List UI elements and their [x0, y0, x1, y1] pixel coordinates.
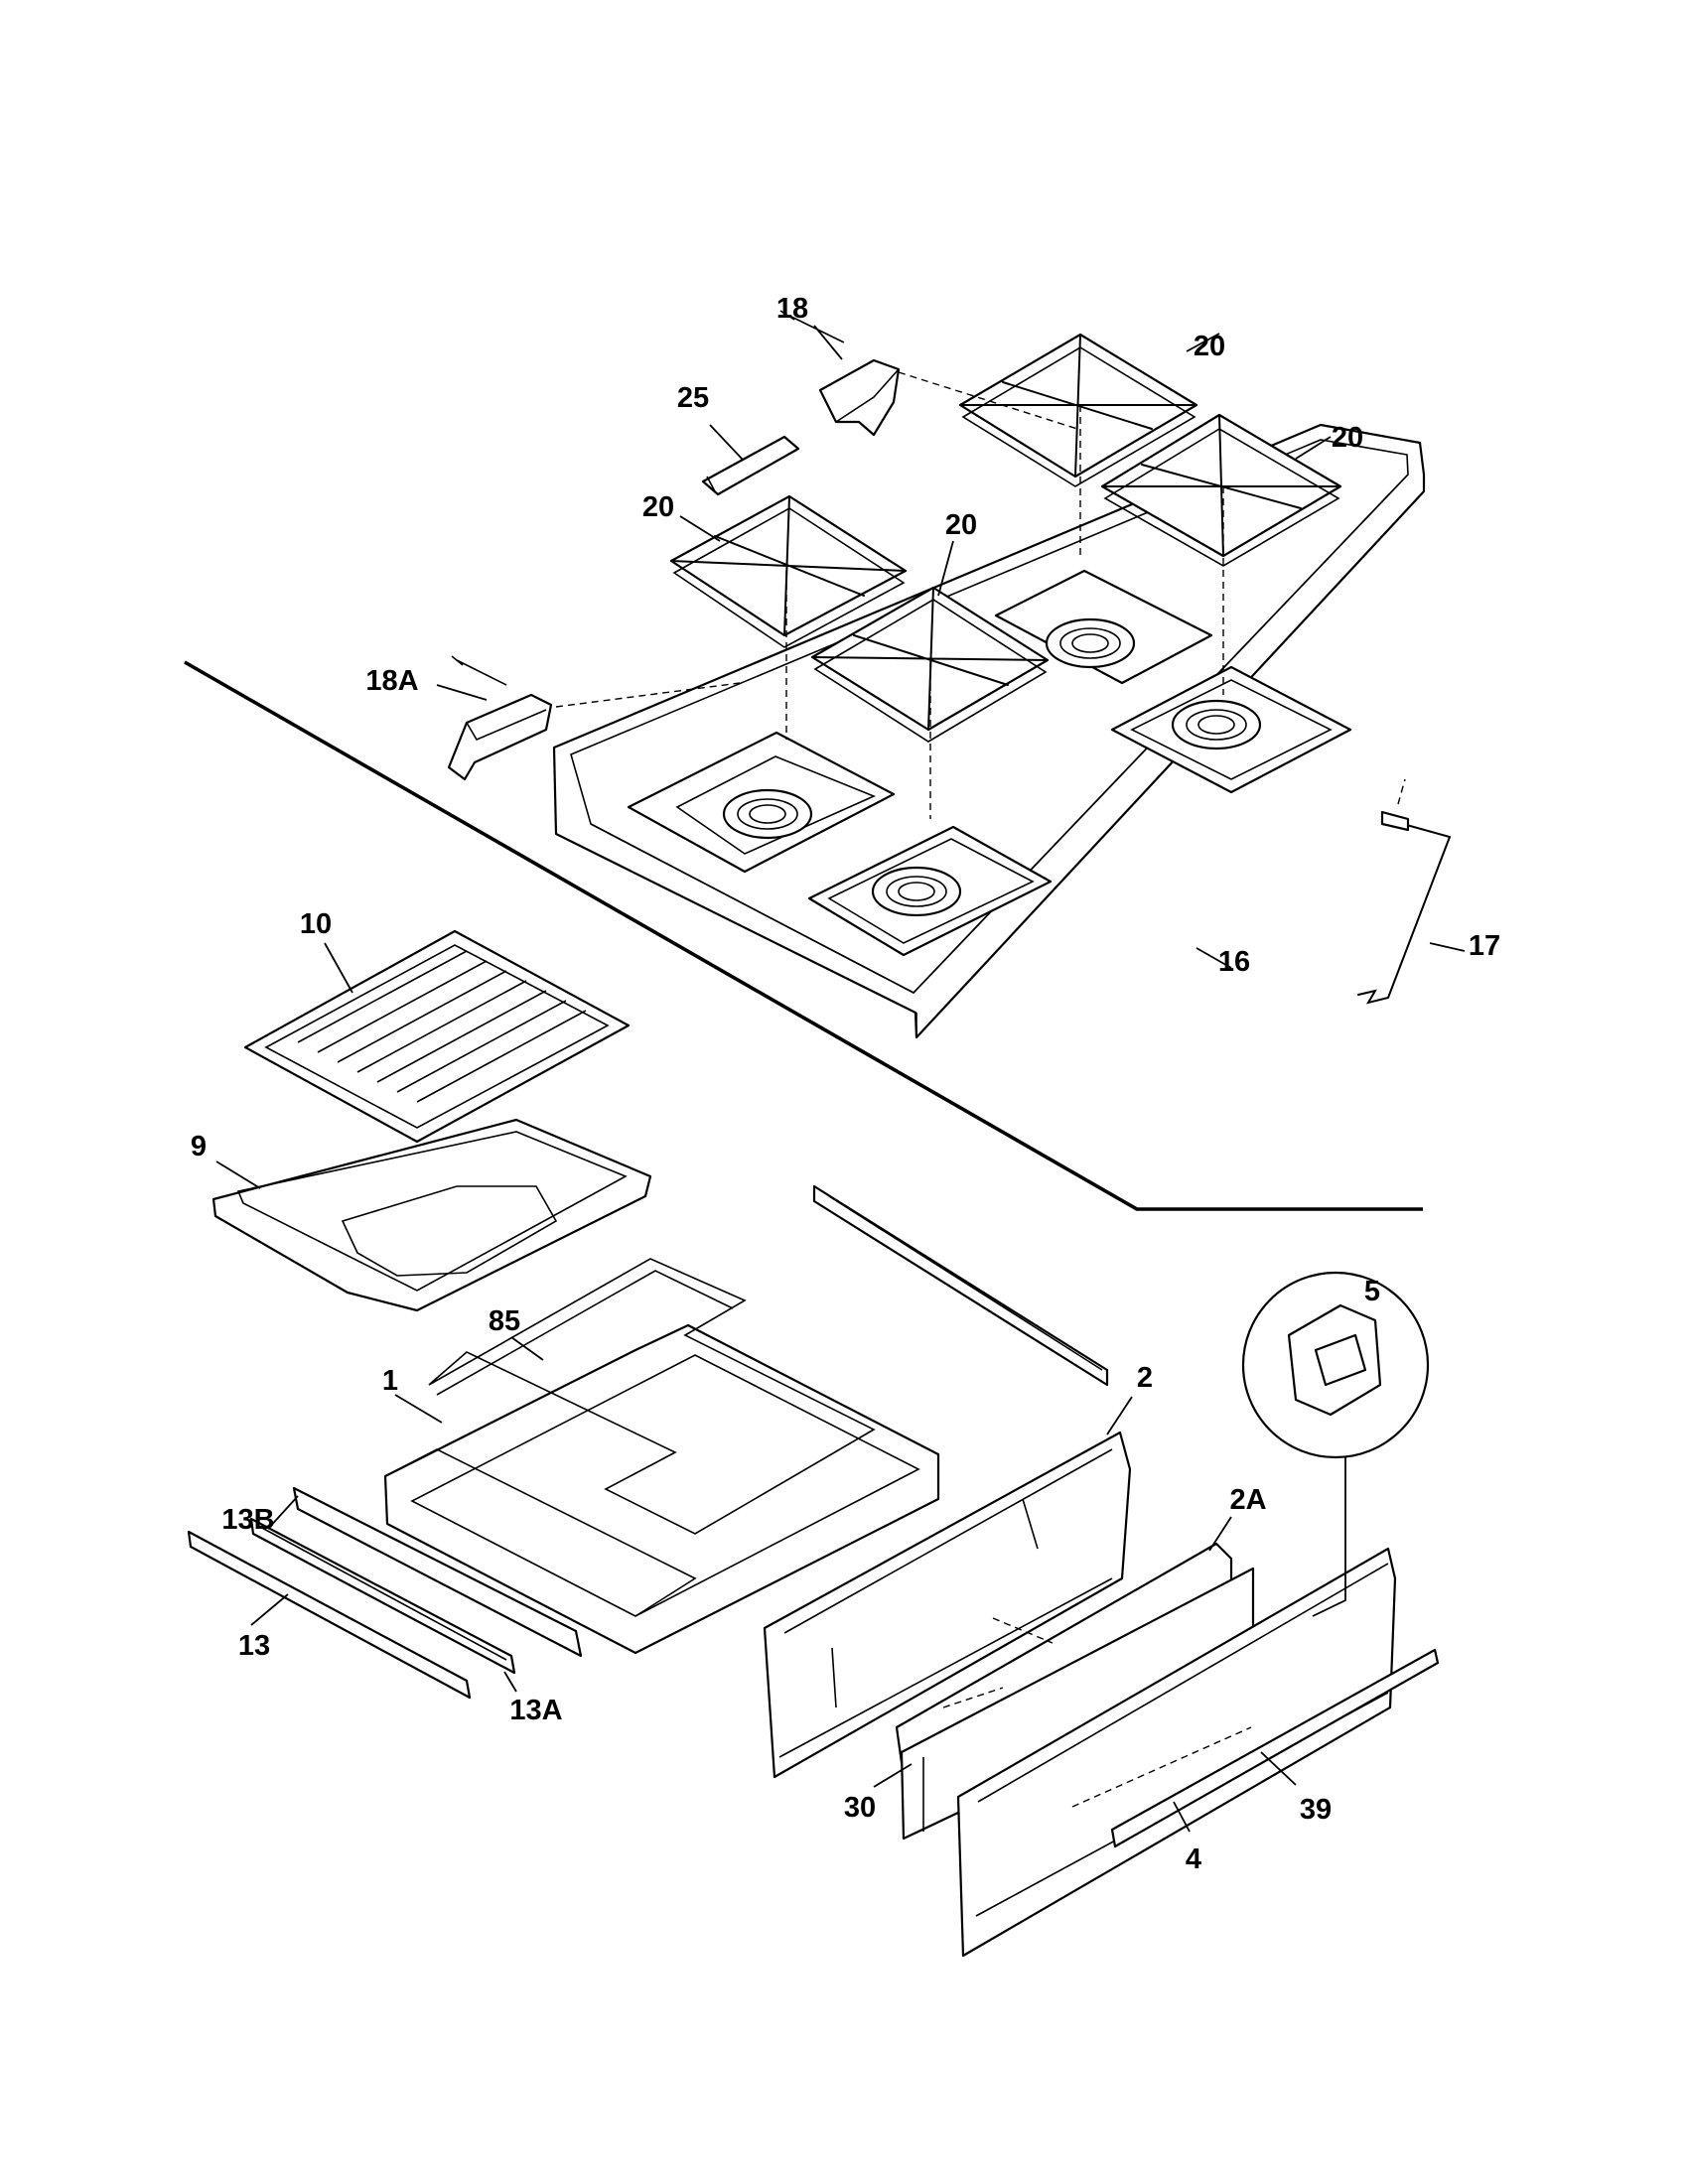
- callout-leader-lines: [215, 325, 1466, 1833]
- callout-5: 5: [1364, 1276, 1380, 1307]
- section-divider-line: [184, 660, 1423, 1211]
- drawer-wire-rack-85: [428, 1258, 876, 1535]
- drawer-side-panel-2: [763, 1431, 1132, 1779]
- burner-grate-front-left: [669, 494, 908, 648]
- drawer-slide-13A: [249, 1517, 516, 1675]
- hinge-bracket-18A: [447, 655, 553, 781]
- callout-30: 30: [844, 1792, 876, 1824]
- broiler-pan-9: [211, 1118, 652, 1312]
- callout-85: 85: [489, 1305, 520, 1337]
- callout-2: 2: [1137, 1362, 1153, 1394]
- callout-2A: 2A: [1229, 1484, 1266, 1516]
- burner-plate-rear-right: [1110, 665, 1352, 794]
- callout-18: 18: [776, 293, 808, 325]
- callout-20-rear-right: 20: [1332, 422, 1363, 454]
- callout-13B: 13B: [221, 1504, 274, 1536]
- callout-25: 25: [677, 382, 709, 414]
- burner-plate-rear-left: [994, 569, 1213, 685]
- burner-plate-front-right: [807, 825, 1053, 957]
- burner-plate-front-left: [627, 731, 896, 874]
- cooktop-main-top: [552, 423, 1426, 1039]
- callout-labels: 18 25 20 20 20 20 18A 16 17 10 9 85 1 2 …: [191, 293, 1500, 1875]
- callout-16: 16: [1218, 946, 1250, 978]
- callout-13: 13: [238, 1630, 270, 1662]
- trim-piece-25: [701, 435, 800, 496]
- callout-13A: 13A: [509, 1695, 562, 1726]
- callout-39: 39: [1300, 1794, 1332, 1826]
- broiler-grid-10: [243, 929, 631, 1144]
- burner-grate-rear-left: [958, 333, 1198, 487]
- drawer-body-1: [383, 1323, 940, 1655]
- callout-20-front-right: 20: [945, 509, 977, 541]
- callout-18A: 18A: [365, 665, 418, 697]
- drawer-handle-39: [1110, 1648, 1440, 1848]
- drawer-slide-rail-upper: [812, 1184, 1109, 1387]
- igniter-wire-17: [1357, 810, 1452, 1005]
- callout-9: 9: [191, 1131, 207, 1162]
- burner-grate-rear-right: [1100, 413, 1342, 567]
- hinge-bracket-18: [779, 310, 901, 437]
- burner-grate-front-right: [810, 586, 1050, 743]
- drawer-slide-13: [187, 1530, 472, 1700]
- callout-4: 4: [1186, 1843, 1201, 1875]
- drawer-slide-13B: [292, 1486, 583, 1658]
- callout-1: 1: [382, 1365, 398, 1397]
- callout-10: 10: [300, 908, 332, 940]
- callout-20-rear-left: 20: [1194, 331, 1225, 362]
- detail-circle-knob-5: [1241, 1271, 1430, 1617]
- callout-20-front-left: 20: [642, 491, 674, 523]
- callout-17: 17: [1469, 930, 1500, 962]
